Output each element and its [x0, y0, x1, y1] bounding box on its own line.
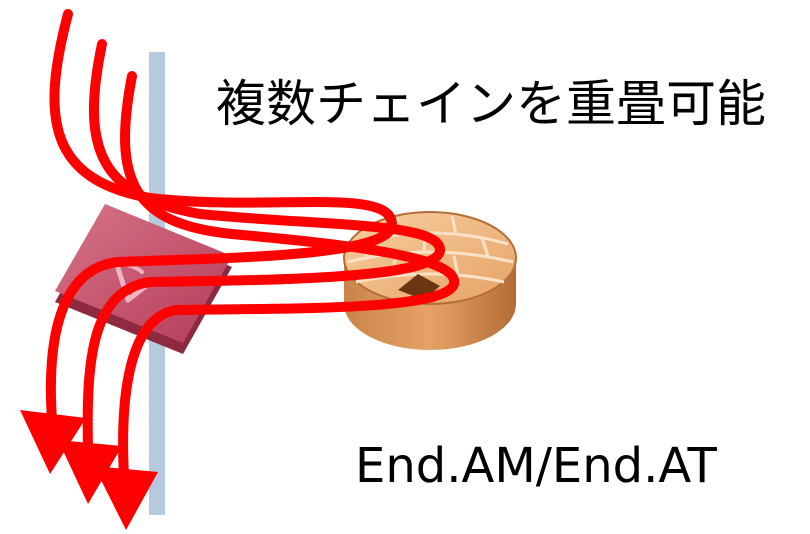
- arrowhead-icon: [58, 440, 122, 504]
- flow-arrowheads: [20, 410, 158, 530]
- function-caption: End.AM/End.AT: [355, 438, 717, 494]
- flow-arrows: [45, 9, 460, 481]
- red-flow-arrow-icon: [118, 71, 460, 481]
- chain-stacking-title: 複数チェインを重畳可能: [216, 75, 766, 133]
- red-flow-arrow-icon: [82, 39, 445, 453]
- arrowhead-icon: [20, 410, 86, 474]
- arrowhead-icon: [94, 466, 158, 530]
- red-flow-arrow-icon: [45, 9, 397, 425]
